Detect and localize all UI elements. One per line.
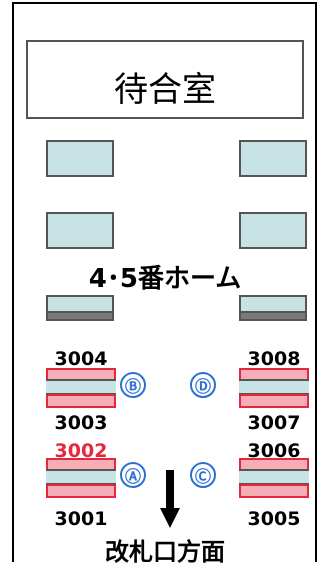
exit-gap [80, 530, 250, 562]
car-number-3003: 3003 [54, 412, 108, 434]
platform-block-right-3 [239, 295, 307, 321]
station-frame [12, 2, 317, 562]
platform-block-right-1 [239, 140, 307, 177]
platform-block-left-2 [46, 212, 114, 249]
car-number-3004: 3004 [54, 348, 108, 370]
car-3006 [239, 458, 309, 498]
waiting-room: 待合室 [26, 40, 304, 119]
platform-block-left-3 [46, 295, 114, 321]
platform-label-text: 4･5番ホーム [88, 264, 242, 294]
marker-c-label: Ⓒ [194, 469, 211, 486]
platform-block-left-1 [46, 140, 114, 177]
marker-a: Ⓐ [120, 462, 146, 488]
platform-label: 4･5番ホーム [0, 258, 330, 295]
car-3002 [46, 458, 116, 498]
car-number-3007: 3007 [247, 412, 301, 434]
car-number-3008: 3008 [247, 348, 301, 370]
exit-label: 改札口方面 [0, 532, 330, 567]
car-number-3005: 3005 [247, 508, 301, 530]
marker-b: Ⓑ [120, 372, 146, 398]
marker-a-label: Ⓐ [124, 469, 141, 486]
car-number-3006: 3006 [247, 440, 301, 462]
platform-block-right-2 [239, 212, 307, 249]
car-number-3001: 3001 [54, 508, 108, 530]
waiting-room-label: 待合室 [114, 70, 216, 110]
exit-label-text: 改札口方面 [105, 538, 225, 566]
marker-c: Ⓒ [190, 462, 216, 488]
car-3008 [239, 368, 309, 408]
marker-d-label: Ⓓ [194, 379, 211, 396]
car-number-3002: 3002 [54, 440, 108, 462]
marker-d: Ⓓ [190, 372, 216, 398]
down-arrow-icon [160, 470, 180, 528]
car-3004 [46, 368, 116, 408]
marker-b-label: Ⓑ [124, 379, 141, 396]
